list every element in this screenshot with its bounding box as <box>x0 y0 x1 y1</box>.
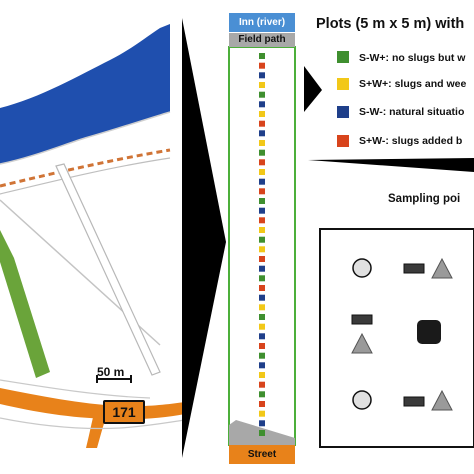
plot-square <box>259 420 265 427</box>
triangle-marker <box>431 389 453 411</box>
board-trap <box>403 396 425 407</box>
legend-markers <box>337 51 349 147</box>
plot-square <box>259 188 265 195</box>
plot-square <box>259 227 265 233</box>
field-path-line <box>0 157 171 195</box>
plot-square <box>259 323 265 330</box>
plot-square <box>259 82 265 88</box>
plot-square <box>259 111 265 117</box>
road-edge-2 <box>0 379 151 399</box>
plot-square <box>259 72 265 79</box>
dashed-path <box>0 148 171 188</box>
map-panel <box>0 24 186 448</box>
plot-square <box>259 62 265 69</box>
legend-item-label: S+W+: slugs and wee <box>359 78 467 90</box>
legend-item-label: S-W+: no slugs but w <box>359 52 466 64</box>
river-inn <box>0 24 170 164</box>
scale-bar <box>96 375 132 383</box>
plot-square <box>259 101 265 108</box>
sampling-panel <box>319 228 474 448</box>
legend-title: Plots (5 m x 5 m) with <box>316 16 465 32</box>
road-number-badge: 171 <box>103 400 145 424</box>
narrow-strip <box>55 163 161 376</box>
plot-square <box>259 294 265 301</box>
plot-square <box>259 53 265 59</box>
plot-square <box>259 343 265 349</box>
river-bank-line <box>0 111 171 165</box>
triangle-marker <box>431 257 453 279</box>
triangle-marker <box>351 332 373 354</box>
plot-square <box>259 314 265 320</box>
legend-color-swatch <box>337 51 349 63</box>
plot-square <box>259 130 265 137</box>
circle-trap <box>352 258 372 278</box>
board-trap <box>351 314 373 325</box>
zoom-wedge-left <box>182 18 226 458</box>
board-trap <box>403 263 425 274</box>
sampling-box <box>319 228 474 448</box>
plot-square <box>259 256 265 262</box>
plot-square <box>259 285 265 291</box>
field-path-label: Field path <box>229 33 295 47</box>
plot-square <box>259 120 265 127</box>
plot-strip <box>228 46 296 446</box>
plot-square <box>259 140 265 146</box>
plot-square <box>259 381 265 388</box>
road-edge <box>0 417 186 430</box>
plot-square <box>259 372 265 378</box>
plot-squares <box>259 53 265 436</box>
legend-item-label: S-W-: natural situatio <box>359 106 465 118</box>
zoom-wedge-right-top <box>304 66 322 112</box>
plot-square <box>259 430 265 436</box>
legend-color-swatch <box>337 106 349 118</box>
plot-square <box>259 159 265 166</box>
plot-square <box>259 401 265 407</box>
road-171 <box>0 388 185 420</box>
plot-square <box>259 265 265 272</box>
scale-label: 50 m <box>97 365 125 379</box>
plot-square <box>259 198 265 204</box>
plot-square <box>259 275 265 282</box>
legend-item-label: S+W-: slugs added b <box>359 135 463 147</box>
plot-square <box>259 246 265 253</box>
legend-color-swatch <box>337 78 349 90</box>
plot-square <box>259 410 265 417</box>
plot-square <box>259 178 265 185</box>
meadow-strip <box>0 230 50 378</box>
plot-square <box>259 352 265 359</box>
plot-square <box>259 236 265 243</box>
plot-square <box>259 304 265 311</box>
plot-square <box>259 391 265 398</box>
plot-square <box>259 217 265 224</box>
circle-trap <box>352 390 372 410</box>
plot-square <box>259 362 265 369</box>
plot-square <box>259 333 265 340</box>
sampling-title: Sampling poi <box>388 193 461 205</box>
plot-square <box>259 169 265 175</box>
river-label: Inn (river) <box>229 13 295 32</box>
center-square <box>417 320 441 344</box>
legend-color-swatch <box>337 135 349 147</box>
plot-square <box>259 207 265 214</box>
plot-square <box>259 149 265 156</box>
plot-square <box>259 91 265 98</box>
street-label: Street <box>229 445 295 464</box>
zoom-wedge-right-bottom <box>308 158 474 172</box>
